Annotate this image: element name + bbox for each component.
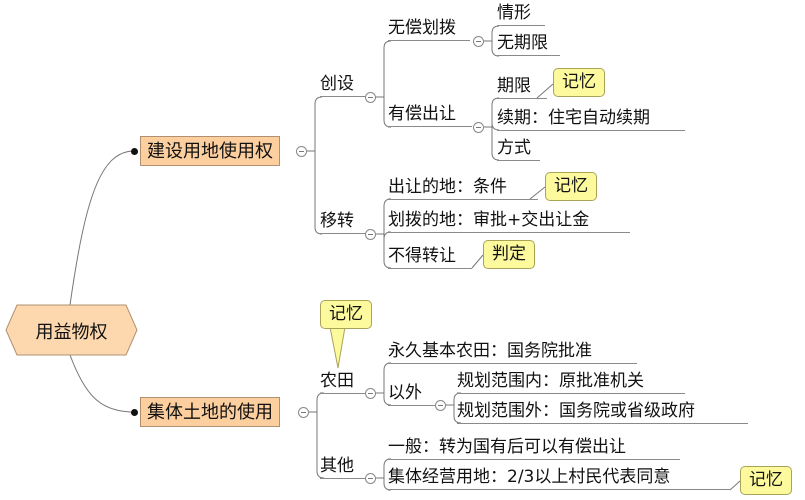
branch-connector [309, 392, 325, 413]
node-free-allocation[interactable]: 无偿划拨 [388, 17, 470, 41]
collapse-icon[interactable] [365, 388, 376, 399]
callout-memorize: 记忆 [320, 300, 372, 329]
branch-connector [484, 25, 500, 42]
branch-connector [307, 96, 323, 152]
branch-connector [446, 404, 462, 424]
node-renewal[interactable]: 续期：住宅自动续期 [497, 107, 685, 131]
connector-dot [131, 148, 138, 155]
node-situation[interactable]: 情形 [497, 2, 545, 26]
branch-connector [376, 233, 392, 269]
callout-leader [529, 186, 546, 200]
callout-leader [536, 83, 554, 99]
root-connector [69, 150, 135, 306]
node-transfer[interactable]: 移转 [320, 210, 370, 234]
branch-connector [309, 411, 325, 479]
node-transferred-land[interactable]: 出让的地：条件 [388, 176, 538, 200]
callout-leader [471, 254, 484, 269]
branch-connector [484, 126, 500, 161]
collapse-icon[interactable] [473, 122, 484, 133]
node-other-farmland[interactable]: 以外 [388, 382, 438, 406]
node-collective-land-use[interactable]: 集体土地的使用 [140, 397, 280, 427]
node-construction-land-use-right[interactable]: 建设用地使用权 [140, 136, 280, 166]
callout-tail [329, 326, 346, 369]
node-general[interactable]: 一般：转为国有后可以有偿出让 [388, 436, 680, 460]
node-within-plan[interactable]: 规划范围内：原批准机关 [457, 370, 685, 394]
callout-memorize: 记忆 [553, 68, 605, 97]
node-creation[interactable]: 创设 [320, 73, 370, 97]
node-paid-transfer[interactable]: 有偿出让 [388, 103, 472, 127]
node-other[interactable]: 其他 [320, 455, 370, 479]
callout-memorize: 记忆 [545, 172, 597, 201]
callout-leader [729, 480, 741, 491]
collapse-icon[interactable] [365, 92, 376, 103]
collapse-icon[interactable] [473, 36, 484, 47]
root-node[interactable]: 用益物权 [5, 304, 138, 356]
branch-connector [376, 392, 392, 406]
collapse-icon[interactable] [365, 229, 376, 240]
callout-judge: 判定 [483, 240, 535, 269]
callout-memorize: 记忆 [740, 466, 792, 495]
root-connector [69, 354, 135, 413]
node-term[interactable]: 期限 [497, 75, 547, 99]
collapse-icon[interactable] [435, 400, 446, 411]
node-non-transferable[interactable]: 不得转让 [388, 245, 472, 269]
collapse-icon[interactable] [365, 473, 376, 484]
node-no-term[interactable]: 无期限 [497, 32, 560, 56]
collapse-icon[interactable] [296, 146, 307, 157]
node-farmland[interactable]: 农田 [320, 370, 370, 394]
connector-dot [131, 409, 138, 416]
node-collective-business-land[interactable]: 集体经营用地：2/3以上村民代表同意 [388, 466, 730, 490]
node-outside-plan[interactable]: 规划范围外：国务院或省级政府 [457, 400, 748, 424]
node-allocated-land[interactable]: 划拨的地：审批+交出让金 [388, 209, 630, 233]
collapse-icon[interactable] [298, 407, 309, 418]
root-label: 用益物权 [35, 322, 108, 343]
node-method[interactable]: 方式 [497, 137, 540, 161]
branch-connector [484, 122, 500, 131]
branch-connector [376, 40, 392, 98]
node-permanent-farmland[interactable]: 永久基本农田：国务院批准 [388, 340, 637, 364]
